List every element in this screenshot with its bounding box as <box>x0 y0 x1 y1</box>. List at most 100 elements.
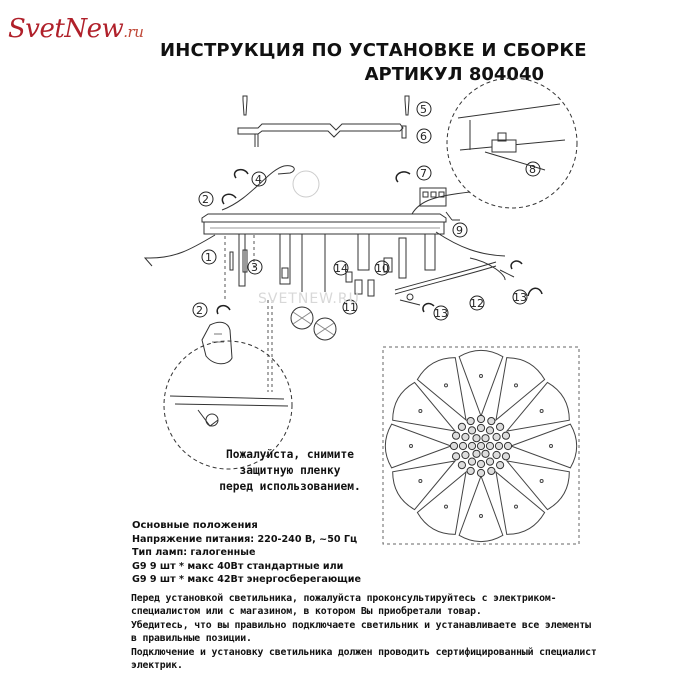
logo-part-new: New <box>64 14 124 44</box>
shade-petal <box>392 381 457 432</box>
crystal-bead <box>492 450 501 460</box>
shade-petal <box>458 349 504 418</box>
crystal-bead <box>466 466 475 476</box>
shade-petal <box>458 474 504 543</box>
long-arm <box>394 261 497 291</box>
petal-dot <box>549 444 553 448</box>
film-note-line-1: Пожалуйста, снимите <box>226 448 354 461</box>
crystal-bead <box>476 414 486 424</box>
crystal-bead <box>476 468 486 478</box>
fixing-screws <box>229 249 248 273</box>
petal-dot <box>479 374 483 378</box>
crystal-bead <box>476 459 486 469</box>
specifications: Основные положения Напряжение питания: 2… <box>132 519 361 587</box>
warning-paragraph-1: Перед установкой светильника, пожалуйста… <box>131 593 557 618</box>
side-arm-left <box>143 234 216 267</box>
petal-dot <box>514 383 518 388</box>
page-title: ИНСТРУКЦИЯ ПО УСТАНОВКЕ И СБОРКЕ <box>160 40 587 61</box>
crystal-bead <box>467 441 477 451</box>
callout-3: 3 <box>251 261 258 274</box>
callout-6: 6 <box>420 130 427 143</box>
crystal-bead <box>487 416 496 426</box>
crystal-bead <box>485 441 495 451</box>
specs-lamps-standard: G9 9 шт * макс 40Вт стандартные или <box>132 560 344 572</box>
callout-14: 14 <box>334 262 348 275</box>
crystal-bead <box>457 460 467 470</box>
brand-logo: SvetNew.ru <box>8 14 144 44</box>
bracket <box>221 165 295 211</box>
detail-magnifier-film <box>163 340 293 470</box>
specs-heading: Основные положения <box>132 520 258 531</box>
crystal-bead <box>457 422 467 432</box>
crystal-bead <box>481 434 490 443</box>
callout-2-bottom: 2 <box>196 304 203 317</box>
crystal-bead <box>485 426 495 435</box>
logo-part-ru: .ru <box>123 23 144 41</box>
crystal-bead <box>485 457 495 466</box>
crystal-bead <box>451 452 461 461</box>
hand-illustration <box>201 321 233 365</box>
crystal-bead <box>481 449 490 458</box>
crystal-bead <box>501 431 511 440</box>
shade-petal <box>416 470 467 535</box>
crystal-bead <box>467 457 477 466</box>
terminal-block <box>411 187 471 221</box>
hanging-rods <box>238 233 436 292</box>
petal-dot <box>418 409 423 413</box>
shade-petal <box>495 357 546 422</box>
specs-lamps-saving: G9 9 шт * макс 42Вт энергосберегающие <box>132 574 361 585</box>
arm-screws <box>399 269 515 306</box>
callout-7: 7 <box>420 167 427 180</box>
crystal-bead <box>472 434 481 443</box>
stamp-circle <box>292 170 320 198</box>
crystal-bead <box>501 452 511 461</box>
g9-lamps <box>354 257 393 297</box>
callout-8: 8 <box>529 163 536 176</box>
crystal-bead <box>449 441 459 451</box>
watermark: SVETNEW.RU <box>258 291 360 307</box>
long-arm-b <box>394 265 497 295</box>
shade-petal <box>495 470 546 535</box>
crystal-bead <box>467 426 477 435</box>
side-arm-right-2 <box>469 257 506 281</box>
petal-dot <box>444 383 448 388</box>
callout-1: 1 <box>205 251 212 264</box>
callout-12: 12 <box>470 297 484 310</box>
crystal-bead <box>503 441 513 451</box>
warning-paragraph-2: Убедитесь, что вы правильно подключаете … <box>131 619 591 645</box>
shade-petal <box>505 460 570 511</box>
crystal-bead <box>461 432 470 442</box>
shade-petal <box>392 460 457 511</box>
callout-10: 10 <box>375 262 389 275</box>
petal-dot <box>409 444 413 448</box>
petal-dot <box>539 409 544 413</box>
mounting-plate <box>237 123 407 147</box>
callout-9: 9 <box>456 224 463 237</box>
petal-dot <box>444 504 448 509</box>
protective-film-note: Пожалуйста, снимите защитную пленку пере… <box>205 447 375 495</box>
guide-lines <box>224 235 273 392</box>
film-note-line-2: защитную пленку <box>239 464 341 477</box>
safety-warning: Перед установкой светильника, пожалуйста… <box>131 592 601 672</box>
shade-petal <box>505 381 570 432</box>
canopy <box>201 213 447 235</box>
callout-11: 11 <box>343 301 357 314</box>
crystal-bead <box>495 460 505 470</box>
shade-petal <box>509 423 578 469</box>
crystal-bead <box>494 441 504 451</box>
ceiling-screws <box>242 95 410 116</box>
film-note-line-3: перед использованием. <box>219 480 361 493</box>
rotation-arrows <box>216 168 543 315</box>
petal-dot <box>418 479 423 483</box>
crystal-bead <box>466 416 475 426</box>
detail-magnifier-connector <box>446 77 578 209</box>
crystal-bead <box>472 449 481 458</box>
crystal-bead <box>461 450 470 460</box>
logo-part-svet: Svet <box>8 14 65 44</box>
crystal-bead <box>495 422 505 432</box>
petal-dot <box>514 504 518 509</box>
shade-bottom-view <box>382 346 580 545</box>
crystal-pendants <box>290 306 337 341</box>
side-arm-right <box>435 231 506 257</box>
